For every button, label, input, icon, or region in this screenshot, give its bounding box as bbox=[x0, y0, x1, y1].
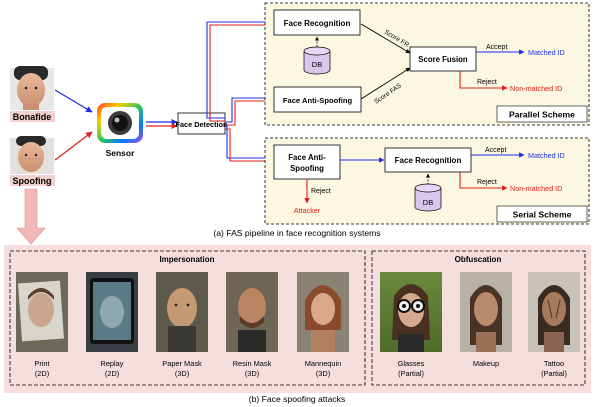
score-fr-arrow bbox=[360, 23, 411, 54]
sensor-label: Sensor bbox=[106, 148, 136, 158]
serial-fas-label-line1: Face Anti- bbox=[288, 153, 326, 162]
route-to-serial-blue bbox=[225, 125, 274, 161]
tattoo-label-line2: (Partial) bbox=[541, 369, 567, 378]
route-to-fas-red bbox=[225, 98, 274, 126]
print-attack-photo bbox=[16, 272, 68, 352]
route-to-serial-red bbox=[225, 128, 274, 164]
mannequin-attack-photo bbox=[297, 272, 349, 352]
parallel-title: Parallel Scheme bbox=[509, 110, 575, 120]
spoofing-arrow bbox=[54, 131, 93, 161]
impersonation-title: Impersonation bbox=[159, 255, 214, 264]
glasses-label-line1: Glasses bbox=[398, 359, 425, 368]
serial-db-label: DB bbox=[423, 198, 433, 207]
parallel-reject-arrow bbox=[459, 71, 508, 91]
makeup-label-line1: Makeup bbox=[473, 359, 499, 368]
serial-fr-box bbox=[384, 147, 472, 173]
print-label-line2: (2D) bbox=[35, 369, 49, 378]
parallel-matched-id: Matched ID bbox=[528, 48, 565, 57]
score-fusion-label: Score Fusion bbox=[418, 55, 468, 64]
tattoo-attack-photo bbox=[528, 272, 580, 352]
serial-fr-label: Face Recognition bbox=[395, 156, 462, 165]
makeup-attack-photo bbox=[460, 272, 512, 352]
parallel-non-matched-id: Non-matched ID bbox=[510, 84, 562, 93]
face-detection-label: Face Detection bbox=[176, 120, 228, 129]
serial-reject-arrow bbox=[459, 172, 508, 191]
impersonation-frame bbox=[9, 250, 366, 386]
serial-fas-reject-label: Reject bbox=[311, 188, 331, 195]
spoofing-label-bg bbox=[10, 175, 55, 186]
score-fusion-box bbox=[409, 46, 477, 72]
resin-mask-label-line1: Resin Mask bbox=[233, 359, 272, 368]
bonafide-label-bg bbox=[10, 111, 55, 122]
spoofing-label: Spoofing bbox=[13, 176, 52, 186]
parallel-fas-box bbox=[273, 86, 362, 113]
parallel-fas-label: Face Anti-Spoofing bbox=[283, 96, 353, 105]
parallel-accept-label: Accept bbox=[486, 44, 507, 51]
parallel-db-label: DB bbox=[312, 60, 322, 69]
replay-attack-photo bbox=[86, 272, 138, 352]
replay-label-line1: Replay bbox=[100, 359, 123, 368]
bonafide-photo bbox=[10, 66, 54, 110]
bonafide-label: Bonafide bbox=[13, 112, 52, 122]
obfuscation-frame bbox=[371, 250, 586, 386]
serial-matched-id: Matched ID bbox=[528, 151, 565, 160]
obfuscation-title: Obfuscation bbox=[455, 255, 502, 264]
resin-mask-attack-photo bbox=[226, 272, 278, 352]
parallel-fr-box bbox=[273, 9, 361, 36]
caption-a: (a) FAS pipeline in face recognition sys… bbox=[213, 228, 380, 238]
bonafide-arrow bbox=[54, 89, 93, 113]
serial-fas-box bbox=[273, 144, 341, 180]
glasses-attack-photo bbox=[380, 272, 442, 352]
caption-b: (b) Face spoofing attacks bbox=[249, 394, 346, 404]
route-to-fr-red bbox=[209, 22, 274, 122]
parallel-db-cylinder bbox=[303, 46, 331, 75]
serial-title: Serial Scheme bbox=[513, 210, 572, 220]
spoofing-photo bbox=[10, 136, 54, 174]
mannequin-label-line1: Mannequin bbox=[305, 359, 342, 368]
resin-mask-label-line2: (3D) bbox=[245, 369, 259, 378]
print-label-line1: Print bbox=[34, 359, 49, 368]
serial-reject-label: Reject bbox=[477, 179, 497, 186]
glasses-label-line2: (Partial) bbox=[398, 369, 424, 378]
serial-db-cylinder bbox=[414, 183, 442, 212]
serial-attacker-label: Attacker bbox=[294, 206, 321, 215]
paper-mask-label-line2: (3D) bbox=[175, 369, 189, 378]
serial-fas-label-line2: Spoofing bbox=[290, 164, 324, 173]
paper-mask-label-line1: Paper Mask bbox=[162, 359, 202, 368]
serial-title-box bbox=[496, 205, 588, 223]
replay-label-line2: (2D) bbox=[105, 369, 119, 378]
camera-icon bbox=[97, 103, 143, 143]
mannequin-label-line2: (3D) bbox=[316, 369, 330, 378]
paper-mask-attack-photo bbox=[156, 272, 208, 352]
serial-accept-label: Accept bbox=[485, 147, 506, 154]
parallel-title-box bbox=[496, 105, 588, 123]
serial-non-matched-id: Non-matched ID bbox=[510, 184, 562, 193]
parallel-fr-label: Face Recognition bbox=[284, 19, 351, 28]
score-fas-arrow bbox=[360, 67, 411, 100]
down-arrow-to-attacks bbox=[16, 188, 46, 245]
route-to-fas-blue bbox=[225, 95, 274, 123]
tattoo-label-line1: Tattoo bbox=[544, 359, 564, 368]
route-to-fr-blue bbox=[206, 19, 274, 119]
parallel-reject-label: Reject bbox=[477, 79, 497, 86]
